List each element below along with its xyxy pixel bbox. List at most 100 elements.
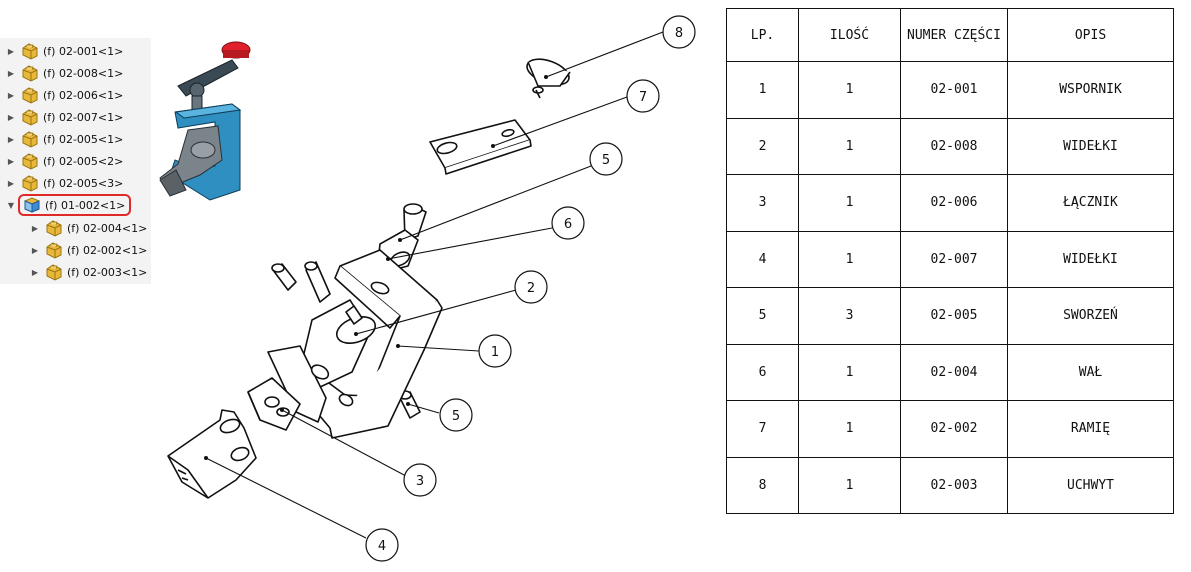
tree-item[interactable]: ▶ (f) 02-005<3> <box>6 173 123 193</box>
tree-item[interactable]: ▶ (f) 02-001<1> <box>6 41 123 61</box>
exploded-view-drawing: 8 7 5 6 2 1 5 3 4 <box>159 15 696 562</box>
tree-item[interactable]: ▶ (f) 02-002<1> <box>30 240 147 260</box>
svg-text:2: 2 <box>527 281 535 296</box>
tree-item-label: (f) 02-004<1> <box>67 221 148 235</box>
svg-text:8: 8 <box>675 26 683 41</box>
svg-text:5: 5 <box>602 153 610 168</box>
bom-cell: 02-002 <box>900 400 1008 458</box>
bom-cell: 7 <box>726 400 799 458</box>
bom-cell: SWORZEŃ <box>1007 287 1174 345</box>
tree-item-subassembly[interactable]: ▼ (f) 01-002<1> <box>6 194 132 216</box>
svg-text:3: 3 <box>416 474 424 489</box>
part-link-lacznik <box>247 377 301 431</box>
bom-cell: 02-003 <box>900 456 1008 514</box>
expand-arrow-icon[interactable]: ▶ <box>31 223 39 233</box>
bom-cell: 02-007 <box>900 230 1008 288</box>
selection-outline[interactable]: (f) 01-002<1> <box>18 194 132 216</box>
tree-item[interactable]: ▶ (f) 02-003<1> <box>30 262 147 282</box>
bom-header-cell: NUMER CZĘŚCI <box>900 8 1008 62</box>
bom-row: 3 1 02-006 ŁĄCZNIK <box>726 174 1174 232</box>
bom-cell: 1 <box>798 174 901 232</box>
assembly-3d-preview <box>159 41 251 201</box>
tree-item[interactable]: ▶ (f) 02-008<1> <box>6 63 123 83</box>
svg-text:6: 6 <box>564 217 572 232</box>
tree-item[interactable]: ▶ (f) 02-004<1> <box>30 218 147 238</box>
balloon: 6 <box>551 206 585 240</box>
bom-cell: 8 <box>726 456 799 514</box>
tree-item[interactable]: ▶ (f) 02-005<1> <box>6 129 123 149</box>
bom-cell: WIDEŁKI <box>1007 230 1174 288</box>
bom-table: LP. ILOŚĆ NUMER CZĘŚCI OPIS 1 1 02-001 W… <box>726 8 1174 514</box>
tree-item-label: (f) 02-005<1> <box>43 132 124 146</box>
tree-item-label: (f) 01-002<1> <box>45 198 126 212</box>
tree-item-label: (f) 02-008<1> <box>43 66 124 80</box>
svg-text:5: 5 <box>452 409 460 424</box>
bom-cell: 02-001 <box>900 61 1008 119</box>
bom-cell: WIDEŁKI <box>1007 117 1174 175</box>
bom-cell: WSPORNIK <box>1007 61 1174 119</box>
bom-cell: 1 <box>798 343 901 401</box>
tree-item-label: (f) 02-005<2> <box>43 154 124 168</box>
tree-item-label: (f) 02-006<1> <box>43 88 124 102</box>
expand-arrow-icon[interactable]: ▶ <box>31 245 39 255</box>
part-bracket-wspornik <box>267 249 443 439</box>
subassembly-icon <box>24 197 40 213</box>
bom-row: 5 3 02-005 SWORZEŃ <box>726 287 1174 345</box>
part-fork-widelki <box>167 409 257 499</box>
tree-item[interactable]: ▶ (f) 02-006<1> <box>6 85 123 105</box>
expand-arrow-icon[interactable]: ▶ <box>7 112 15 122</box>
bom-row: 8 1 02-003 UCHWYT <box>726 456 1174 514</box>
svg-text:7: 7 <box>639 90 647 105</box>
tree-item-label: (f) 02-007<1> <box>43 110 124 124</box>
balloon: 1 <box>478 334 512 368</box>
bom-cell: 02-008 <box>900 117 1008 175</box>
expand-arrow-icon[interactable]: ▶ <box>7 178 15 188</box>
bom-cell: UCHWYT <box>1007 456 1174 514</box>
expand-arrow-icon[interactable]: ▶ <box>7 90 15 100</box>
leader-dots <box>204 75 548 460</box>
tree-item[interactable]: ▶ (f) 02-005<2> <box>6 151 123 171</box>
tree-item[interactable]: ▶ (f) 02-007<1> <box>6 107 123 127</box>
bom-cell: RAMIĘ <box>1007 400 1174 458</box>
bom-row: 2 1 02-008 WIDEŁKI <box>726 117 1174 175</box>
balloon: 8 <box>662 15 696 49</box>
bom-row: 6 1 02-004 WAŁ <box>726 343 1174 401</box>
svg-text:4: 4 <box>378 539 386 554</box>
bom-cell: 02-005 <box>900 287 1008 345</box>
tree-item-label: (f) 02-001<1> <box>43 44 124 58</box>
part-icon <box>22 153 38 170</box>
balloon: 2 <box>514 270 548 304</box>
part-icon <box>46 264 62 281</box>
bom-row: 4 1 02-007 WIDEŁKI <box>726 230 1174 288</box>
part-icon <box>22 175 38 192</box>
bom-cell: 4 <box>726 230 799 288</box>
leader-lines <box>205 31 664 539</box>
part-icon <box>22 131 38 148</box>
bom-cell: 1 <box>798 61 901 119</box>
collapse-arrow-icon[interactable]: ▼ <box>7 200 15 210</box>
bom-header-cell: ILOŚĆ <box>798 8 901 62</box>
part-icon <box>22 43 38 60</box>
bom-cell: 5 <box>726 287 799 345</box>
balloon: 5 <box>439 398 473 432</box>
balloon: 5 <box>589 142 623 176</box>
bom-row: 7 1 02-002 RAMIĘ <box>726 400 1174 458</box>
bom-cell: 02-006 <box>900 174 1008 232</box>
expand-arrow-icon[interactable]: ▶ <box>31 267 39 277</box>
part-knob-uchwyt <box>526 58 571 99</box>
bom-header-row: LP. ILOŚĆ NUMER CZĘŚCI OPIS <box>726 8 1174 62</box>
bom-cell: 6 <box>726 343 799 401</box>
expand-arrow-icon[interactable]: ▶ <box>7 68 15 78</box>
expand-arrow-icon[interactable]: ▶ <box>7 134 15 144</box>
expand-arrow-icon[interactable]: ▶ <box>7 156 15 166</box>
part-icon <box>22 87 38 104</box>
tree-item-label: (f) 02-002<1> <box>67 243 148 257</box>
part-arm-ramie <box>429 119 532 175</box>
svg-text:1: 1 <box>491 345 499 360</box>
feature-tree[interactable]: ▶ (f) 02-001<1> ▶ (f) 02-008<1> ▶ (f) 02… <box>0 38 151 284</box>
part-icon <box>22 65 38 82</box>
part-icon <box>22 109 38 126</box>
expand-arrow-icon[interactable]: ▶ <box>7 46 15 56</box>
tree-item-label: (f) 02-003<1> <box>67 265 148 279</box>
bom-cell: 02-004 <box>900 343 1008 401</box>
